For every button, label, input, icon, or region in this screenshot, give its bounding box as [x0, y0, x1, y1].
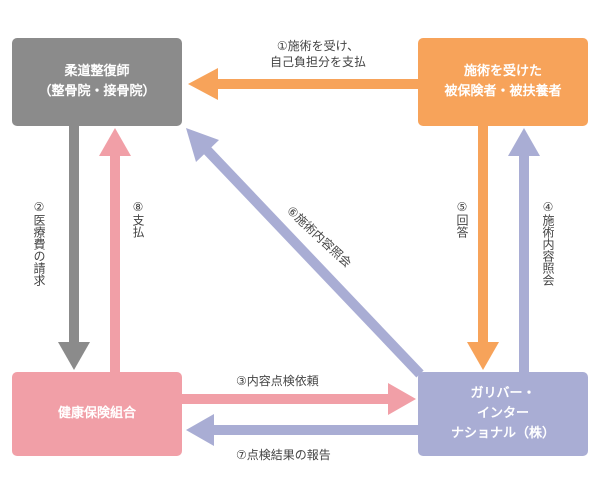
edge-8-label: ⑧支払: [131, 200, 145, 238]
node-judo-therapist: 柔道整復師 （整骨院・接骨院）: [12, 38, 182, 126]
node-gulliver-international: ガリバー・ インター ナショナル（株）: [418, 372, 588, 456]
node-judo-line1: 柔道整復師: [64, 64, 130, 79]
edge-3-label: ③内容点検依頼: [236, 374, 319, 388]
arrow-8-payment: [99, 128, 131, 372]
arrow-1-payment: [188, 68, 418, 100]
node-insured-line2: 被保険者・被扶養者: [444, 84, 562, 99]
arrow-3-request: [182, 383, 416, 415]
arrow-5-answer: [467, 126, 499, 370]
node-kumiai-line1: 健康保険組合: [57, 406, 136, 421]
node-gulliver-line2: インター: [476, 406, 529, 421]
edge-4-label: ④施術内容照会: [541, 200, 555, 286]
node-gulliver-line3: ナショナル（株）: [450, 426, 555, 441]
arrow-2-claim: [58, 126, 90, 370]
edge-1-label: ①施術を受け、 自己負担分を支払: [243, 38, 393, 70]
node-health-insurance-union: 健康保険組合: [12, 372, 182, 456]
arrow-4-inquiry: [508, 128, 540, 372]
node-insured-line1: 施術を受けた: [463, 64, 542, 79]
edge-1-label-line1: ①施術を受け、: [276, 39, 360, 53]
edge-5-label: ⑤回答: [455, 200, 469, 238]
edge-1-label-line2: 自己負担分を支払: [269, 55, 366, 69]
node-judo-line2: （整骨院・接骨院）: [38, 84, 156, 99]
node-insured: 施術を受けた 被保険者・被扶養者: [418, 38, 588, 126]
edge-7-label: ⑦点検結果の報告: [236, 448, 331, 462]
edge-2-label: ②医療費の請求: [32, 200, 46, 286]
arrow-6-inquiry: [186, 128, 424, 378]
arrow-7-report: [186, 414, 418, 446]
node-gulliver-line1: ガリバー・: [470, 386, 536, 401]
